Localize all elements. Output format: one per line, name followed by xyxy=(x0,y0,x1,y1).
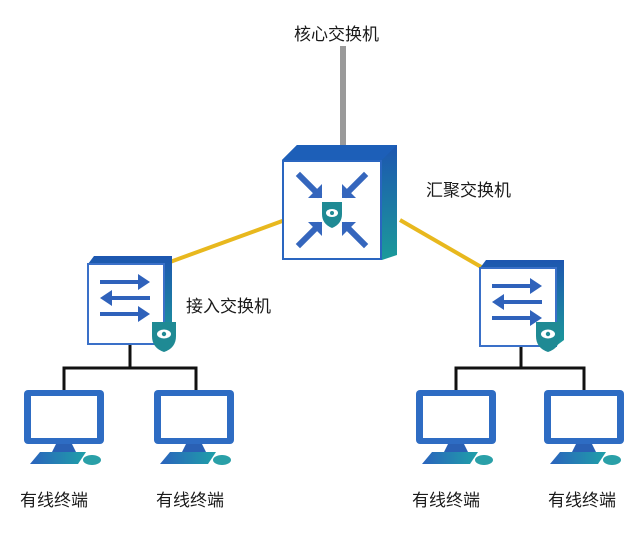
pc-terminal-2[interactable] xyxy=(154,390,234,465)
aggregation-switch[interactable] xyxy=(282,145,397,260)
terminal-label-2: 有线终端 xyxy=(156,491,224,511)
security-shield-icon xyxy=(536,322,560,352)
terminal-label-3: 有线终端 xyxy=(412,491,480,511)
agg-to-access-left-line xyxy=(169,218,286,264)
access-right-tree xyxy=(454,345,586,392)
aggregation-switch-label: 汇聚交换机 xyxy=(426,181,511,201)
pc-terminal-4[interactable] xyxy=(544,390,624,465)
terminal-label-4: 有线终端 xyxy=(548,491,616,511)
access-switch-left[interactable] xyxy=(87,256,176,352)
agg-to-access-right-line xyxy=(398,218,485,270)
security-shield-icon xyxy=(322,202,342,228)
terminal-label-1: 有线终端 xyxy=(20,491,88,511)
bidirectional-arrows-icon xyxy=(100,274,150,322)
access-left-tree xyxy=(62,342,198,392)
core-switch-label: 核心交换机 xyxy=(294,25,379,45)
pc-terminal-1[interactable] xyxy=(24,390,104,465)
access-switch-label: 接入交换机 xyxy=(186,297,271,317)
pc-terminal-3[interactable] xyxy=(416,390,496,465)
converge-arrows-icon xyxy=(295,171,369,249)
access-switch-right[interactable] xyxy=(479,260,564,352)
security-shield-icon xyxy=(152,322,176,352)
bidirectional-arrows-icon xyxy=(492,278,542,326)
